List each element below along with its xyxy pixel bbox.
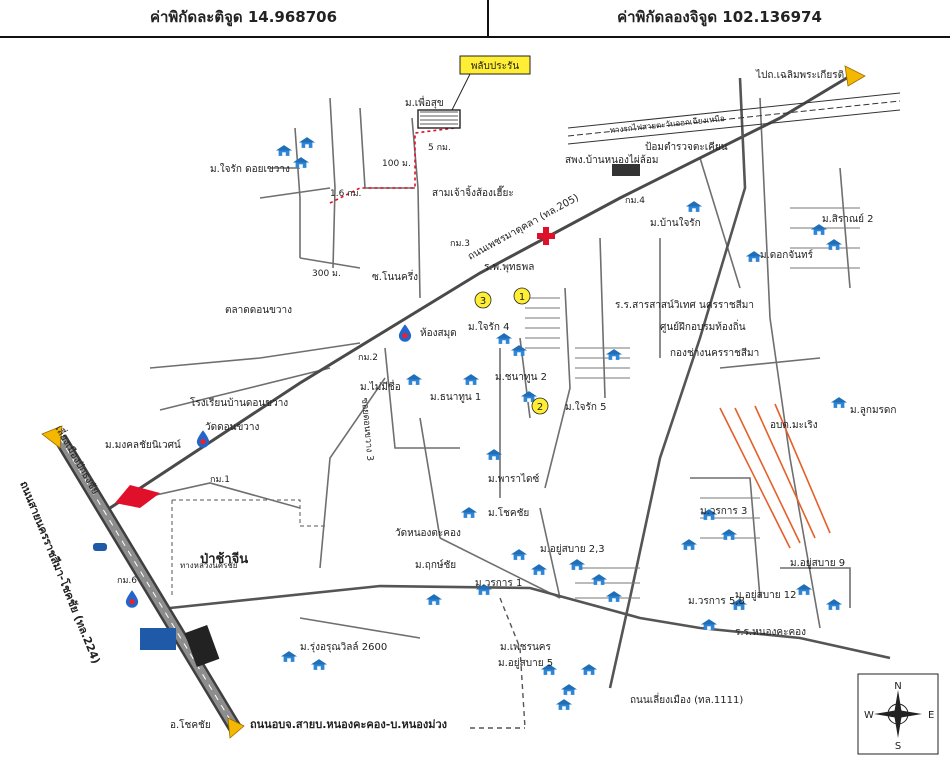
svg-text:กม.1: กม.1 bbox=[210, 475, 230, 485]
svg-text:ม.อยู่สบาย 9: ม.อยู่สบาย 9 bbox=[790, 558, 845, 569]
svg-text:ม.รุ่งอรุณวิลล์ 2600: ม.รุ่งอรุณวิลล์ 2600 bbox=[300, 641, 387, 653]
svg-text:ม.พาราไดซ์: ม.พาราไดซ์ bbox=[488, 473, 539, 485]
svg-text:เลี่ยงเมืองปักธงชัย: เลี่ยงเมืองปักธงชัย bbox=[52, 423, 103, 497]
svg-text:ม.เพชรนคร: ม.เพชรนคร bbox=[500, 642, 551, 653]
svg-text:ร.ร.หนองคะคอง: ร.ร.หนองคะคอง bbox=[735, 627, 806, 638]
distance-labels: 1.6 กม. 100 ม. 5 กม. 300 ม. bbox=[312, 143, 451, 279]
svg-text:ม.ลูกมรดก: ม.ลูกมรดก bbox=[850, 405, 896, 416]
property-building bbox=[417, 109, 461, 129]
svg-text:ม.ไม่มีชื่อ: ม.ไม่มีชื่อ bbox=[360, 379, 401, 393]
svg-text:อ.โชคชัย: อ.โชคชัย bbox=[170, 718, 211, 731]
svg-text:ป้อมตำรวจตะเคียน: ป้อมตำรวจตะเคียน bbox=[645, 141, 728, 153]
svg-text:S: S bbox=[895, 741, 901, 752]
compass-rose: N S E W bbox=[857, 673, 939, 755]
svg-text:กองช่างนครราชสีมา: กองช่างนครราชสีมา bbox=[670, 347, 759, 359]
svg-text:1.6 กม.: 1.6 กม. bbox=[330, 189, 361, 199]
svg-text:ถนนสายนครราชสีมา-โชคชัย (ทล.22: ถนนสายนครราชสีมา-โชคชัย (ทล.224) bbox=[17, 479, 103, 666]
svg-text:ทางหลวงนครชัย: ทางหลวงนครชัย bbox=[180, 561, 237, 570]
svg-text:ตลาดดอนขวาง: ตลาดดอนขวาง bbox=[225, 305, 292, 316]
homepro-logo bbox=[140, 628, 176, 650]
svg-text:E: E bbox=[928, 710, 934, 721]
svg-text:ซอยดอนขวาง 3: ซอยดอนขวาง 3 bbox=[359, 397, 374, 461]
honda-logo bbox=[115, 485, 160, 508]
svg-text:ม.ใจรัก 4: ม.ใจรัก 4 bbox=[468, 321, 509, 333]
svg-text:N: N bbox=[894, 681, 901, 692]
property-callout[interactable]: พลับประรัน bbox=[451, 55, 531, 111]
planned-roads bbox=[719, 403, 831, 549]
svg-text:ห้องสมุด: ห้องสมุด bbox=[420, 327, 457, 339]
svg-text:ม.ใจรัก 5: ม.ใจรัก 5 bbox=[565, 401, 606, 413]
svg-text:กม.2: กม.2 bbox=[358, 353, 378, 363]
esso-logo bbox=[93, 543, 107, 551]
svg-text:ม.อยู่สบาย 5: ม.อยู่สบาย 5 bbox=[498, 658, 553, 669]
svg-text:3: 3 bbox=[480, 296, 486, 307]
svg-text:2: 2 bbox=[537, 402, 543, 413]
numbered-markers: 1 2 3 bbox=[474, 287, 549, 415]
school-building bbox=[612, 164, 640, 176]
svg-text:ม.อยู่สบาย 2,3: ม.อยู่สบาย 2,3 bbox=[540, 544, 605, 555]
svg-text:ม.บ้านใจรัก: ม.บ้านใจรัก bbox=[650, 217, 701, 229]
billboard-sign bbox=[184, 624, 220, 668]
svg-text:สามเจ้าจิ้งส้องเฮี๊ยะ: สามเจ้าจิ้งส้องเฮี๊ยะ bbox=[432, 185, 514, 199]
svg-text:ม.วรการ 3: ม.วรการ 3 bbox=[700, 506, 747, 517]
gas-station-icon bbox=[125, 590, 139, 608]
svg-text:กม.4: กม.4 bbox=[625, 196, 645, 206]
svg-text:ป่าช้าจีน: ป่าช้าจีน bbox=[200, 551, 248, 567]
svg-text:1: 1 bbox=[519, 292, 525, 303]
svg-text:โรงเรียนบ้านดอนขวาง: โรงเรียนบ้านดอนขวาง bbox=[190, 396, 288, 409]
svg-text:5 กม.: 5 กม. bbox=[428, 143, 451, 153]
railway bbox=[567, 92, 901, 145]
svg-text:ม.วรการ 1: ม.วรการ 1 bbox=[475, 578, 522, 589]
svg-text:กม.6: กม.6 bbox=[117, 576, 137, 586]
route-to-property bbox=[329, 127, 456, 204]
place-labels: ม.เพื่อสุข ม.ใจรัก ดอยเขวาง สามเจ้าจิ้งส… bbox=[105, 95, 896, 669]
svg-text:วัดดอนขวาง: วัดดอนขวาง bbox=[205, 422, 260, 433]
svg-text:ร.พ.พุทธพล: ร.พ.พุทธพล bbox=[484, 262, 534, 273]
svg-text:ม.ธนาทูน 1: ม.ธนาทูน 1 bbox=[430, 392, 481, 403]
svg-text:ม.อยู่สบาย 12: ม.อยู่สบาย 12 bbox=[735, 590, 796, 601]
coordinate-header: ค่าพิกัดละติจูด 14.968706 ค่าพิกัดลองจิจ… bbox=[0, 0, 950, 38]
svg-text:100 ม.: 100 ม. bbox=[382, 159, 411, 169]
svg-text:อบต.มะเริง: อบต.มะเริง bbox=[770, 420, 818, 431]
gas-station-icon bbox=[398, 324, 412, 342]
svg-text:ม.ใจรัก ดอยเขวาง: ม.ใจรัก ดอยเขวาง bbox=[210, 163, 290, 175]
svg-text:ม.ฤกษ์ชัย: ม.ฤกษ์ชัย bbox=[415, 559, 456, 571]
highway-224 bbox=[54, 434, 241, 732]
svg-text:ม.ดอกจันทร์: ม.ดอกจันทร์ bbox=[760, 249, 814, 261]
svg-text:ม.มงคลชัยนิเวศน์: ม.มงคลชัยนิเวศน์ bbox=[105, 439, 181, 451]
property-callout-label: พลับประรัน bbox=[471, 61, 520, 72]
svg-text:ม.เพื่อสุข: ม.เพื่อสุข bbox=[405, 95, 444, 109]
svg-text:ม.ชนาทูน 2: ม.ชนาทูน 2 bbox=[495, 372, 547, 383]
svg-text:ศูนย์ฝึกอบรมท้องถิ่น: ศูนย์ฝึกอบรมท้องถิ่น bbox=[660, 319, 746, 333]
direction-arrows bbox=[41, 65, 866, 739]
svg-text:ม.สิราณย์ 2: ม.สิราณย์ 2 bbox=[822, 213, 874, 225]
svg-text:วัดหนองตะคอง: วัดหนองตะคอง bbox=[395, 528, 461, 539]
svg-text:ไปถ.เฉลิมพระเกียรติ: ไปถ.เฉลิมพระเกียรติ bbox=[755, 69, 844, 81]
svg-text:กม.3: กม.3 bbox=[450, 239, 470, 249]
longitude-label: ค่าพิกัดลองจิจูด 102.136974 bbox=[617, 8, 822, 26]
svg-text:ร.ร.สารสาสน์วิเทศ นครราชสีมา: ร.ร.สารสาสน์วิเทศ นครราชสีมา bbox=[615, 299, 754, 311]
svg-text:ถนนอบจ.สายบ.หนองคะคอง-บ.หนองม่: ถนนอบจ.สายบ.หนองคะคอง-บ.หนองม่วง bbox=[250, 718, 447, 731]
svg-text:สพง.บ้านหนองไผ่ล้อม: สพง.บ้านหนองไผ่ล้อม bbox=[565, 154, 659, 166]
location-map[interactable]: พลับประรัน bbox=[0, 38, 950, 763]
svg-text:300 ม.: 300 ม. bbox=[312, 269, 341, 279]
svg-text:ม.โชคชัย: ม.โชคชัย bbox=[488, 506, 529, 519]
hospital-icon bbox=[537, 227, 555, 245]
svg-text:ซ.โนนครึ่ง: ซ.โนนครึ่ง bbox=[372, 269, 418, 283]
svg-text:ม.วรการ 5,8: ม.วรการ 5,8 bbox=[688, 596, 745, 607]
svg-text:ถนนเลี่ยงเมือง (ทล.1111): ถนนเลี่ยงเมือง (ทล.1111) bbox=[630, 692, 743, 706]
latitude-label: ค่าพิกัดละติจูด 14.968706 bbox=[0, 0, 489, 36]
svg-text:W: W bbox=[864, 710, 874, 721]
